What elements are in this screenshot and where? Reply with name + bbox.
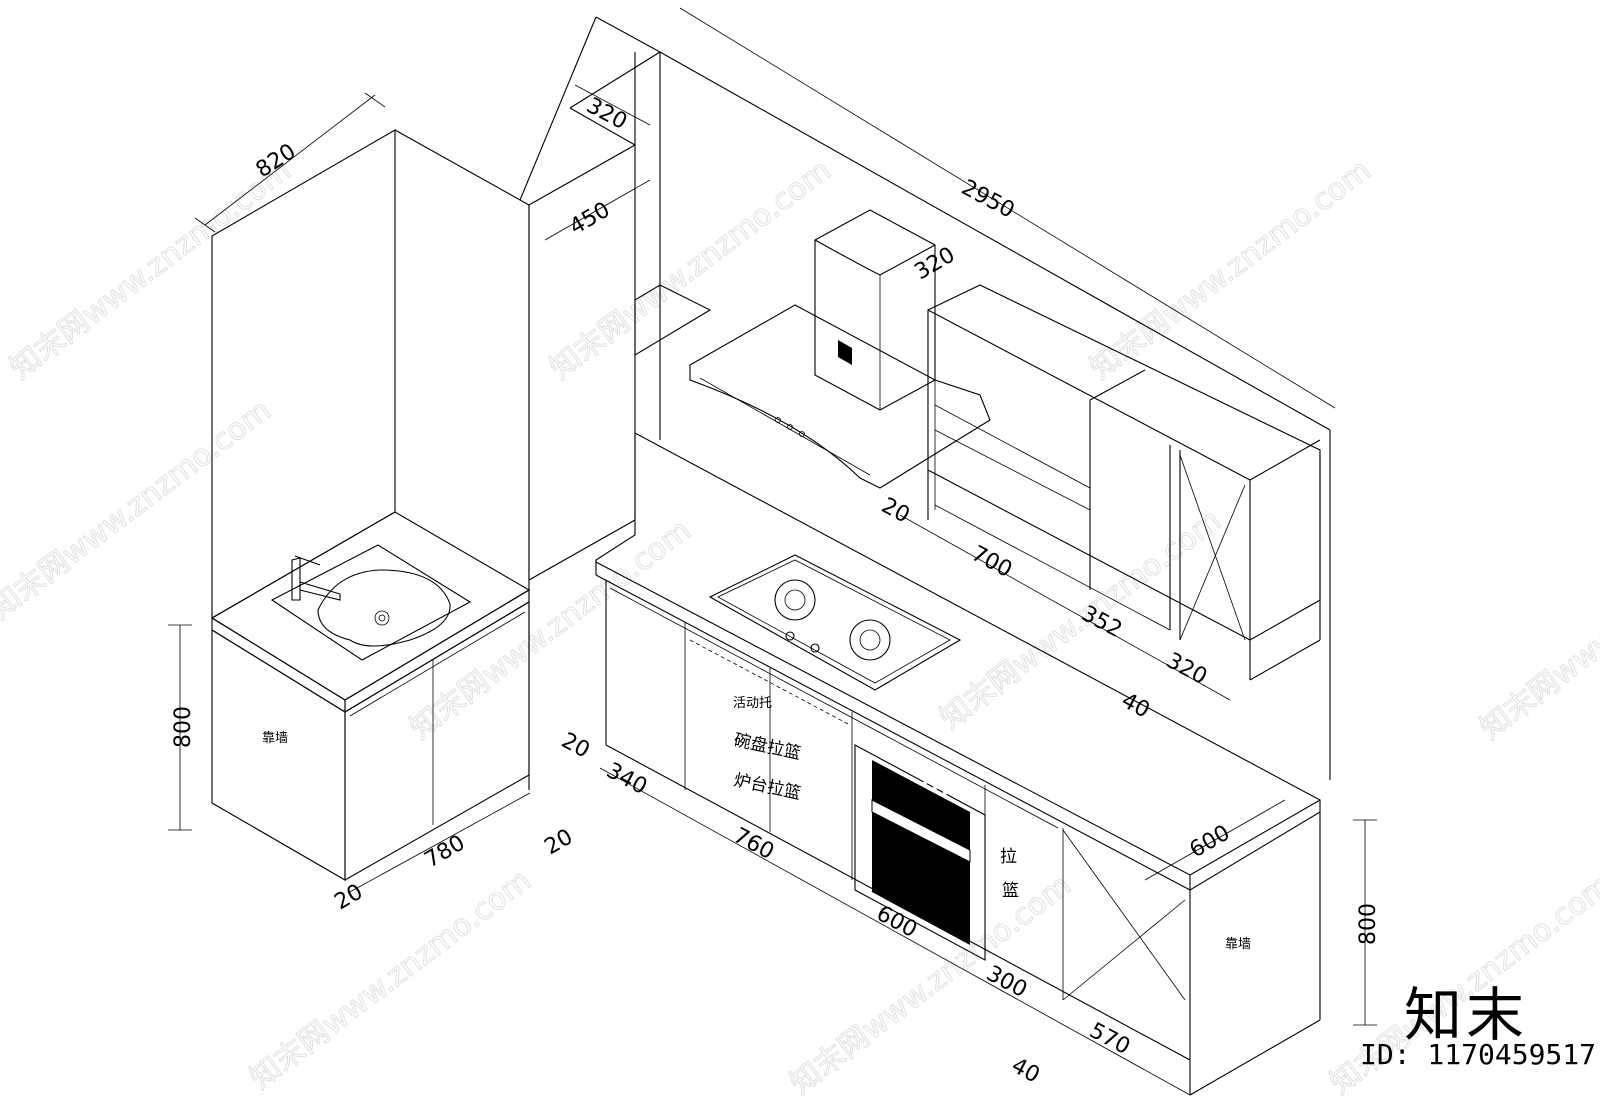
- stove-basket-label: 炉台拉篮: [732, 770, 803, 804]
- watermark-text: 知末网www.znzmo.com: [1084, 153, 1378, 387]
- gas-stove: [708, 554, 962, 691]
- sink: [270, 544, 472, 661]
- dimension-labels: 820 320 450 2950 320 20 700 352 320 40 6…: [171, 93, 1381, 1088]
- bowl-basket-label: 碗盘拉篮: [732, 730, 803, 764]
- dim-800-left: 800: [171, 706, 196, 748]
- sink-cabinet: 靠墙: [210, 511, 531, 881]
- dim-600-counter: 600: [1186, 821, 1235, 864]
- dim-2950: 2950: [957, 175, 1018, 223]
- oven: [854, 744, 986, 961]
- pull-basket-label-1: 拉: [1000, 847, 1017, 867]
- wall-cabinets: [927, 284, 1321, 681]
- dim-700: 700: [967, 541, 1016, 583]
- dim-20-sink-left: 20: [331, 880, 368, 916]
- dim-40-base: 40: [1007, 1053, 1043, 1088]
- watermark-text: 知末网www.znzmo.com: [244, 863, 538, 1097]
- dim-780: 780: [421, 831, 470, 874]
- watermark-text: 知末网www.znzmo.com: [1474, 513, 1600, 747]
- dim-570: 570: [1085, 1018, 1134, 1060]
- dim-320-right: 320: [1162, 648, 1211, 690]
- watermark-layer: 知末网www.znzmo.com 知末网www.znzmo.com 知末网www…: [0, 152, 1600, 1102]
- dim-800-right: 800: [1356, 903, 1381, 945]
- dim-760: 760: [729, 823, 778, 865]
- against-wall-left-label: 靠墙: [262, 731, 288, 746]
- dim-20-sink-right: 20: [541, 825, 578, 861]
- dim-20-left: 20: [557, 728, 593, 763]
- dimension-lines: [168, 7, 1377, 1096]
- watermark-text: 知末网www.znzmo.com: [0, 393, 278, 627]
- watermark-text: 知末网www.znzmo.com: [404, 513, 698, 747]
- against-wall-right-label: 靠墙: [1225, 937, 1251, 952]
- image-id-label: ID: 1170459517: [1360, 1038, 1597, 1071]
- dim-20-hood: 20: [877, 493, 913, 528]
- movable-shelf-label: 活动托: [733, 696, 772, 711]
- shelf: [634, 284, 712, 356]
- dim-340: 340: [602, 758, 651, 800]
- brand-logo-text: 知末: [1404, 981, 1529, 1049]
- pull-basket-label-2: 篮: [1002, 881, 1019, 901]
- dim-40-wall: 40: [1117, 688, 1153, 723]
- watermark-text: 知末网www.znzmo.com: [544, 153, 838, 387]
- dim-300: 300: [982, 961, 1031, 1003]
- room-walls: [519, 16, 1331, 780]
- dim-450: 450: [566, 198, 615, 241]
